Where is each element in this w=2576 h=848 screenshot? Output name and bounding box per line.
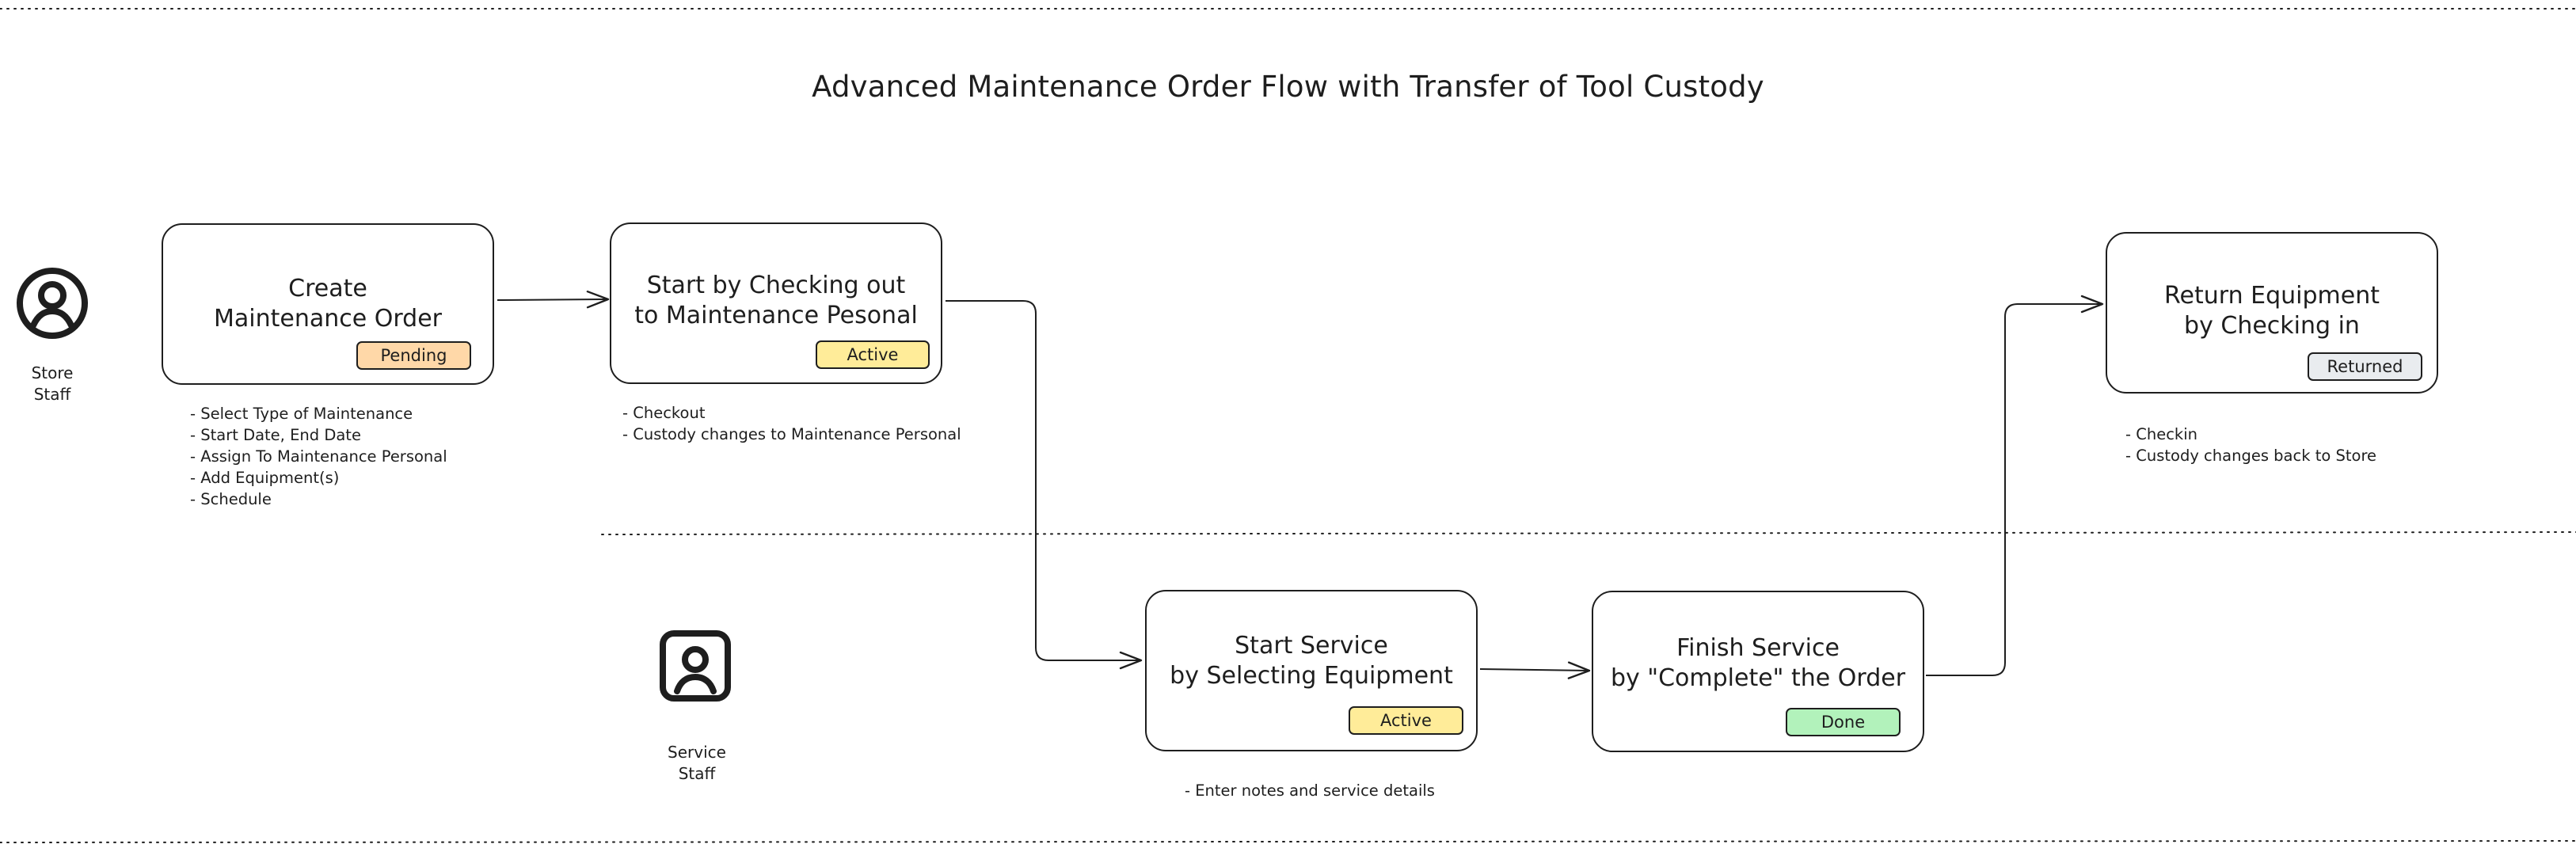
actor-label-service-staff: Service Staff [657,742,736,785]
node-label-line: Finish Service [1676,634,1840,662]
status-badge-pending: Pending [356,341,471,370]
node-label-line: Return Equipment [2164,282,2380,310]
arrow-checkout-to-start-service [946,300,1143,670]
actor-label-store-staff: Store Staff [13,363,92,405]
note-item: - Custody changes back to Store [2125,447,2377,465]
node-finish-service[interactable]: Finish Service by "Complete" the Order D… [1592,591,1924,752]
node-label-line: Start Service [1235,632,1388,660]
bottom-lane-divider [0,840,2576,843]
middle-lane-divider [601,531,2576,535]
arrow-finish-to-return [1926,295,2104,676]
node-label-line: by Checking in [2184,312,2360,340]
note-item: - Select Type of Maintenance [190,405,413,423]
node-start-service[interactable]: Start Service by Selecting Equipment Act… [1145,590,1478,751]
node-checkout[interactable]: Start by Checking out to Maintenance Pes… [610,222,942,384]
node-label: Create Maintenance Order [163,274,493,334]
notes-return-equipment: - Checkin - Custody changes back to Stor… [2125,424,2376,466]
note-item: - Schedule [190,490,272,508]
note-item: - Checkout [622,404,706,422]
actor-label-line: Staff [33,385,71,404]
note-item: - Enter notes and service details [1185,781,1435,800]
node-label: Start by Checking out to Maintenance Pes… [611,271,941,331]
node-label-line: Start by Checking out [646,272,906,299]
status-badge-returned: Returned [2308,352,2422,381]
status-badge-active: Active [1349,706,1463,735]
diagram-title: Advanced Maintenance Order Flow with Tra… [812,70,1764,104]
note-item: - Start Date, End Date [190,426,361,444]
node-label-line: Maintenance Order [214,305,442,333]
actor-label-line: Store [31,363,74,382]
status-badge-done: Done [1786,708,1901,736]
notes-create-maintenance-order: - Select Type of Maintenance - Start Dat… [190,403,447,510]
node-label: Start Service by Selecting Equipment [1147,631,1476,691]
actor-label-line: Service [668,743,726,762]
node-label-line: by Selecting Equipment [1170,662,1453,690]
notes-checkout: - Checkout - Custody changes to Maintena… [622,402,961,445]
node-label-line: Create [288,275,367,302]
arrow-start-to-finish [1479,661,1591,679]
user-circle-icon [14,265,90,341]
node-label-line: by "Complete" the Order [1610,664,1906,692]
actor-label-line: Staff [678,764,716,783]
node-label: Return Equipment by Checking in [2107,281,2437,341]
arrow-create-to-checkout [497,290,610,309]
status-badge-active: Active [816,340,930,369]
node-label: Finish Service by "Complete" the Order [1593,633,1923,694]
notes-start-service: - Enter notes and service details [1185,780,1435,801]
node-create-maintenance-order[interactable]: Create Maintenance Order Pending [162,223,494,385]
note-item: - Custody changes to Maintenance Persona… [622,425,961,443]
user-badge-icon [659,629,732,702]
note-item: - Assign To Maintenance Personal [190,447,447,466]
node-return-equipment[interactable]: Return Equipment by Checking in Returned [2106,232,2438,394]
node-label-line: to Maintenance Pesonal [634,302,918,329]
note-item: - Checkin [2125,425,2197,443]
note-item: - Add Equipment(s) [190,469,340,487]
